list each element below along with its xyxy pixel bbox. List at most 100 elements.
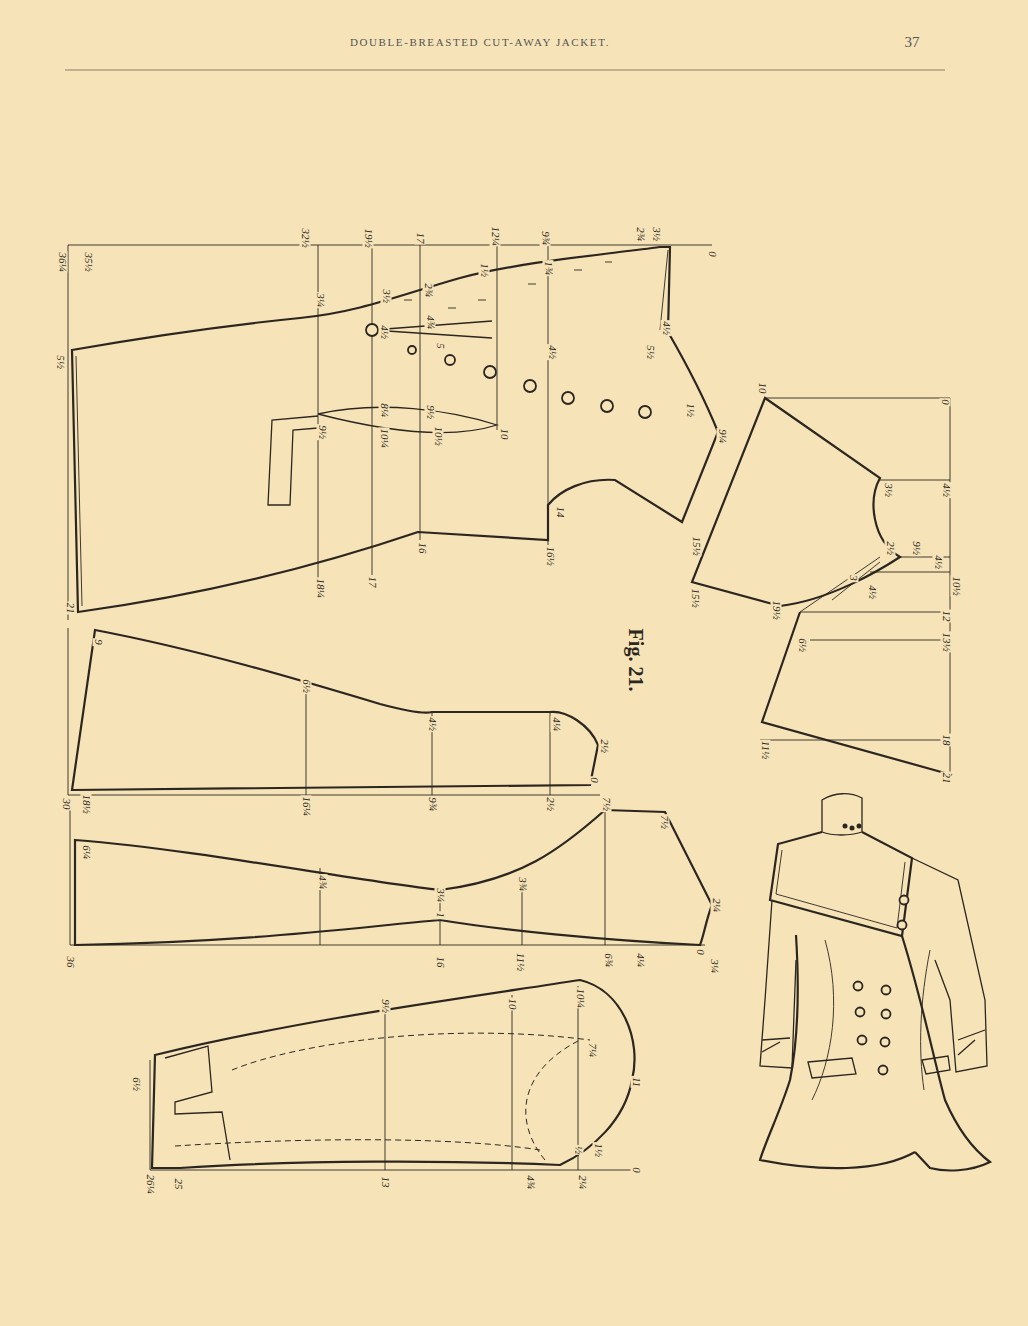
tick-mark [404,262,612,308]
measurement-number: 18¼ [315,577,326,598]
measurement-number: 6½ [131,1076,142,1092]
measurement-number: 4½ [933,554,944,570]
measurement-number: 9¼ [717,428,728,444]
button-mark [484,366,496,378]
undersleeve-line [175,1140,540,1150]
measurement-number: 9½ [425,404,436,420]
measurement-number: 19½ [363,227,374,248]
measurement-number: 2¼ [577,1174,588,1190]
button [882,1010,891,1019]
measurement-number: 6½ [797,637,808,653]
measurement-number: 9 [93,638,104,646]
button [898,921,907,930]
measurement-number: 13 [380,1176,391,1189]
measurement-number: 10¼ [575,987,586,1008]
measurement-number: 2¾ [635,226,646,242]
cuff-vent [165,1046,230,1160]
piece-outline [762,612,952,775]
measurement-number: 13½ [941,631,952,652]
measurement-number: 16¼ [301,795,312,816]
pocket-mouth [318,407,497,432]
measurement-number: 0 [707,250,718,258]
measurement-number: 1 [435,911,446,919]
construction-line [800,557,880,612]
sleeve-piece [150,980,635,1170]
piece-outline [72,247,718,612]
measurement-number: 1½ [593,1142,604,1158]
figure-caption: Fig. 21. [626,627,646,694]
header-rule [65,70,945,71]
measurement-number: 9½ [911,540,922,556]
piece-outline [692,398,900,606]
seam-allowance [76,250,668,606]
measurement-number: 7½ [601,796,612,812]
measurement-number: 18½ [81,793,92,814]
measurement-number: 10 [499,428,510,441]
measurement-number: 9½ [317,424,328,440]
undersleeve-line [232,1033,590,1070]
measurement-number: 1¾ [543,260,554,276]
button [858,1036,867,1045]
measurement-number: 35½ [83,251,94,272]
measurement-number: 2½ [545,796,556,812]
button-mark [639,406,651,418]
measurement-number: 32½ [300,227,311,248]
measurement-number: 3¼ [435,887,446,903]
measurement-number: 11½ [760,740,771,760]
button [854,982,863,991]
undersleeve-line [526,1040,580,1160]
measurement-number: 3¾ [517,876,528,892]
measurement-number: 11 [631,1076,642,1088]
collar-clasp [843,824,848,829]
measurement-number: 17 [415,232,426,245]
forepart-piece [68,245,718,620]
measurement-number: 6½ [301,678,312,694]
button [881,1038,890,1047]
measurement-number: 11½ [515,952,526,972]
piece-outline [72,630,598,790]
measurement-number: 12¼ [490,225,501,246]
piece-outline [75,810,712,945]
measurement-number: 10½ [951,575,962,596]
measurement-number: 7¼ [587,1042,598,1058]
measurement-number: 15½ [691,535,702,556]
button [856,1008,865,1017]
measurement-number: 36¼ [57,251,68,272]
measurement-number: 25 [173,1178,184,1191]
piece-outline [152,980,635,1168]
measurement-number: 4½ [547,344,558,360]
sleeve [912,858,987,1072]
collar-clasp [850,826,855,831]
measurement-number: 3½ [883,482,894,498]
page-title: DOUBLE-BREASTED CUT-AWAY JACKET. [350,37,610,48]
measurement-number: 3½ [651,226,662,242]
button-mark [445,355,455,365]
measurement-number: 10½ [433,425,444,446]
measurement-number: 2½ [885,540,896,556]
measurement-number: 7½ [659,814,670,830]
button-mark [562,392,574,404]
measurement-number: 0 [589,776,600,784]
measurement-number: 4¾ [425,314,436,330]
measurement-number: 4½ [941,482,952,498]
measurement-number: 30 [61,798,72,811]
measurement-number: 9¾ [540,230,551,246]
measurement-number: 4½ [661,320,672,336]
pocket-flap [808,1056,950,1078]
measurement-number: 2¼ [711,897,722,913]
measurement-number: 1½ [479,262,490,278]
back-piece [70,810,712,945]
measurement-number: 6¾ [603,952,614,968]
construction-line [760,398,950,775]
measurement-number: 16 [417,542,428,555]
measurement-number: 0 [940,398,951,406]
measurement-number: 0 [695,948,706,956]
button [900,896,909,905]
measurement-number: 5½ [645,344,656,360]
measurement-number: 17 [367,576,378,589]
measurement-number: 4½ [379,324,390,340]
side-body-piece [68,628,600,795]
measurement-number: 26¼ [145,1173,156,1194]
measurement-number: 16 [435,956,446,969]
cape-piece [692,398,952,775]
